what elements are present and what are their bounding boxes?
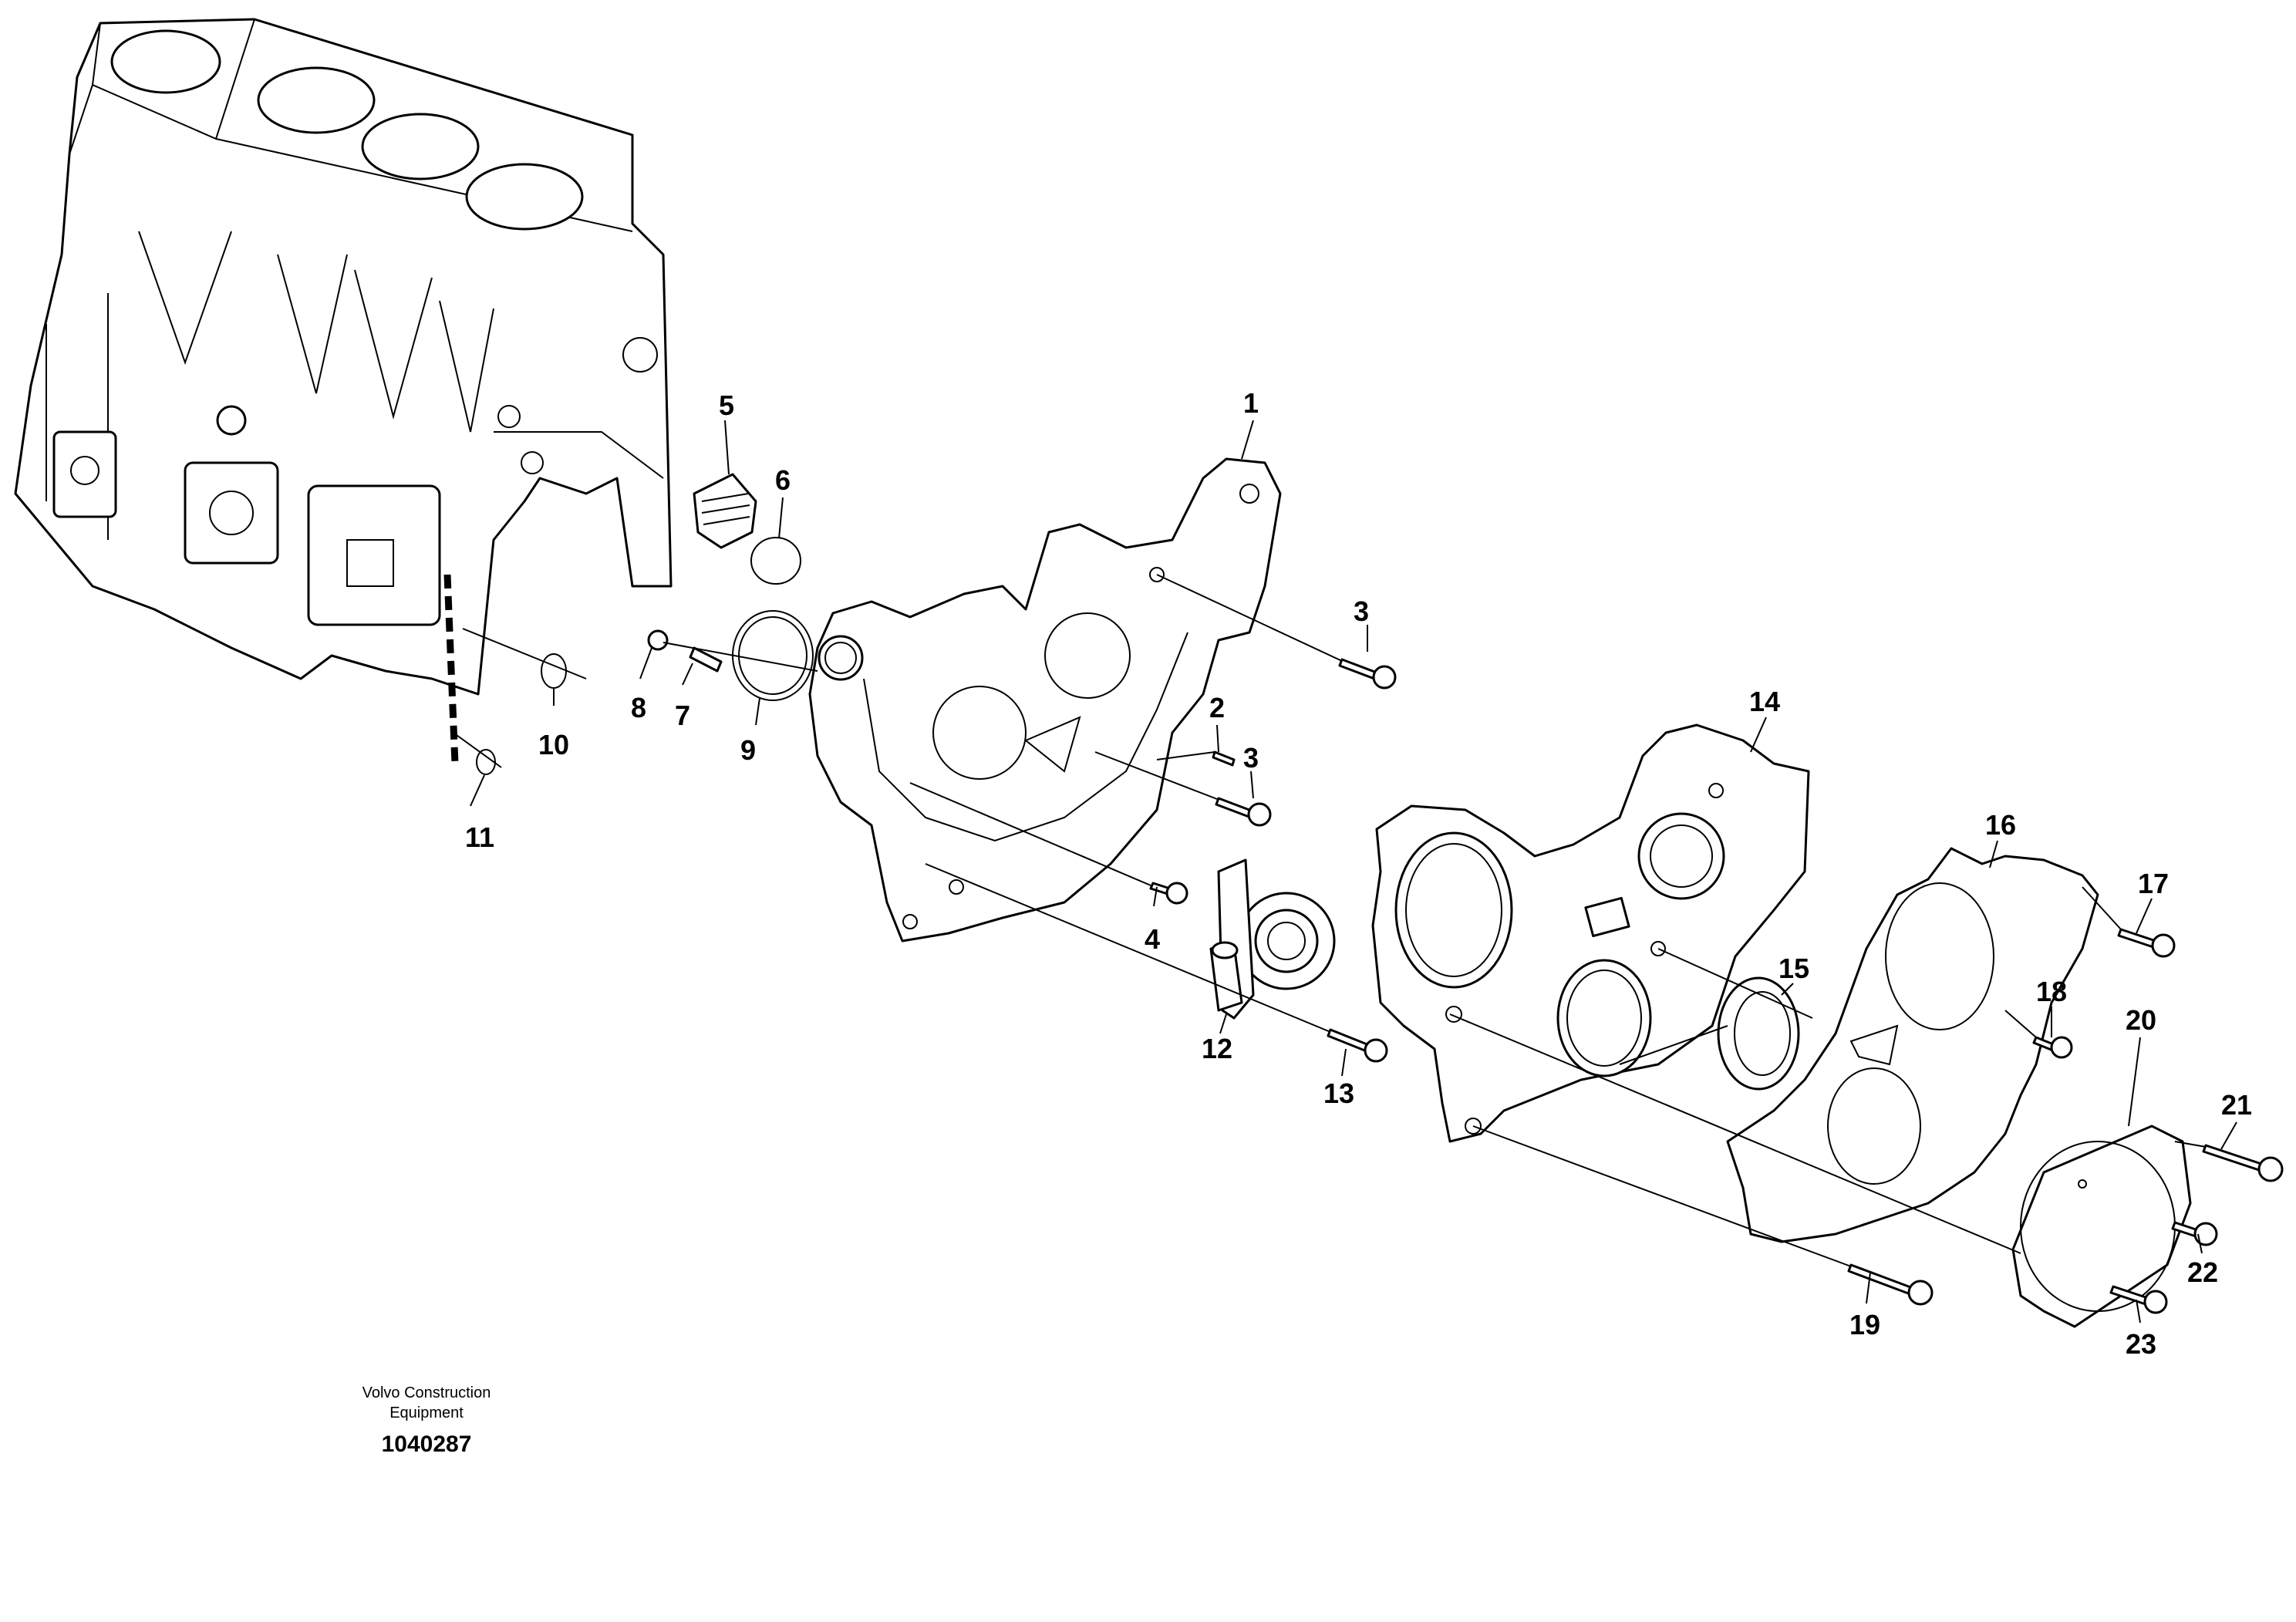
callout-7: 7 — [675, 700, 690, 731]
callout-2: 2 — [1209, 692, 1225, 723]
seal-rings — [476, 473, 814, 775]
brand-line-1: Volvo Construction — [362, 1384, 491, 1401]
callout-5: 5 — [719, 389, 734, 421]
bolts — [1149, 658, 2284, 1314]
callout-21: 21 — [2221, 1089, 2252, 1121]
oil-pump — [1209, 858, 1336, 1020]
callout-3b: 3 — [1243, 742, 1259, 774]
callout-12: 12 — [1202, 1033, 1232, 1064]
callout-15: 15 — [1778, 953, 1809, 984]
callout-6: 6 — [775, 464, 791, 496]
callout-18: 18 — [2036, 976, 2067, 1007]
callout-23: 23 — [2126, 1328, 2156, 1360]
stud-7 — [689, 646, 723, 673]
plug-8 — [647, 629, 669, 651]
callout-14: 14 — [1749, 686, 1780, 717]
callout-22: 22 — [2187, 1256, 2218, 1288]
callout-9: 9 — [740, 734, 756, 766]
callout-19: 19 — [1849, 1309, 1880, 1340]
callout-13: 13 — [1323, 1077, 1354, 1109]
brand-line-2: Equipment — [389, 1404, 464, 1421]
callout-3a: 3 — [1354, 595, 1369, 627]
o-ring-9 — [732, 610, 814, 701]
crankshaft-seal — [1717, 976, 1800, 1091]
o-ring-10 — [541, 653, 567, 689]
callout-20: 20 — [2126, 1004, 2156, 1036]
callout-8: 8 — [631, 692, 646, 723]
o-ring-11 — [476, 749, 496, 775]
o-ring-6 — [750, 537, 801, 585]
gasket — [1726, 847, 2099, 1243]
footer: Volvo Construction Equipment 1040287 — [362, 1384, 491, 1457]
assembly-lines — [450, 574, 2207, 1267]
callout-17: 17 — [2138, 868, 2169, 899]
callout-11: 11 — [465, 821, 494, 853]
engine-block — [14, 18, 673, 764]
gear-case — [1371, 723, 1810, 1143]
callout-labels: 1 2 3 3 4 5 6 7 8 9 10 11 12 13 14 15 16… — [465, 387, 2252, 1360]
oil-filler-cap-5 — [693, 473, 757, 549]
timing-gear-cover — [808, 457, 1282, 943]
callout-leaders — [470, 420, 2237, 1324]
callout-4: 4 — [1145, 923, 1160, 955]
callout-10: 10 — [538, 729, 569, 760]
callout-1: 1 — [1243, 387, 1259, 419]
drawing-number: 1040287 — [382, 1431, 472, 1457]
callout-16: 16 — [1985, 809, 2016, 841]
